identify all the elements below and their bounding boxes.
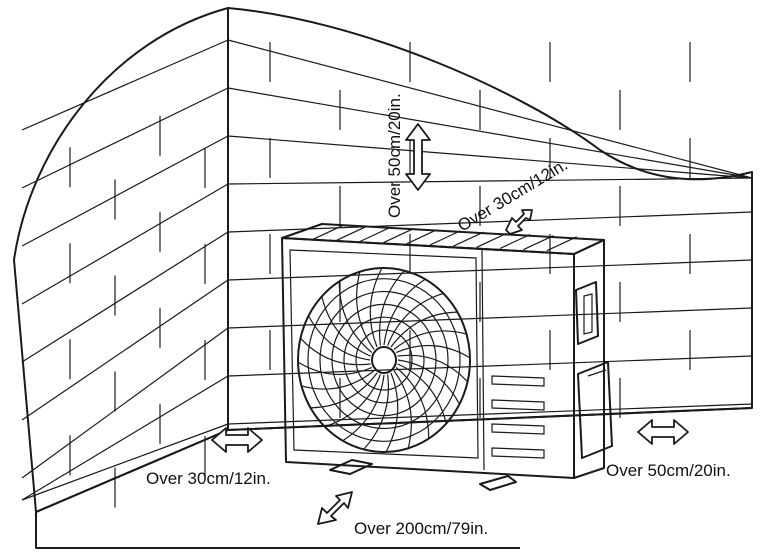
fan-guard-ring xyxy=(343,316,425,404)
top-clearance-arrow-icon xyxy=(405,123,431,191)
drawing-line xyxy=(227,39,753,179)
fan-icon xyxy=(297,267,471,453)
fan-guard-spoke xyxy=(393,370,412,449)
fan-guard-spoke xyxy=(383,278,426,346)
top-clearance-label: Over 50cm/20in. xyxy=(385,93,404,218)
fan-guard-spoke xyxy=(395,367,430,439)
left-clearance-label: Over 30cm/12in. xyxy=(146,469,271,488)
fan-guard-spoke xyxy=(379,270,405,346)
fan-guard-spoke xyxy=(363,374,389,450)
drawing-line xyxy=(227,355,753,377)
fan-guard-spoke xyxy=(397,363,447,424)
front-clearance-arrow-icon xyxy=(317,491,353,525)
drawing-line xyxy=(21,375,229,501)
drawing-line xyxy=(429,230,461,246)
floor xyxy=(35,407,753,549)
drawing-line xyxy=(453,231,484,247)
drawing-line xyxy=(499,233,531,250)
vent-slot xyxy=(491,447,545,459)
left-wall xyxy=(13,7,229,513)
drawing-line xyxy=(476,232,507,248)
fan-guard-spoke xyxy=(321,296,371,357)
right-clearance-arrow-icon xyxy=(637,419,689,445)
drawing-line xyxy=(21,183,229,305)
drawing-line xyxy=(406,229,437,245)
drawing-line xyxy=(227,259,753,281)
drawing-line xyxy=(21,231,229,363)
drawing-line xyxy=(336,225,367,241)
back-clearance-arrow-icon xyxy=(505,209,533,235)
fan-guard-spoke xyxy=(390,311,458,348)
fan-guard-spoke xyxy=(324,374,381,428)
drawing-line xyxy=(21,135,229,247)
fan-guard-spoke xyxy=(299,337,371,366)
fan-guard-spoke xyxy=(397,359,460,405)
drawing-line xyxy=(21,423,229,501)
fan-guard-spoke xyxy=(393,330,467,350)
service-valve-cover xyxy=(575,281,613,459)
fan-guard-ring xyxy=(307,278,461,442)
fan-guard-spoke xyxy=(369,267,383,348)
front-clearance-label: Over 200cm/79in. xyxy=(354,519,488,538)
fan-guard-ring xyxy=(319,290,449,430)
fan-guard-spoke xyxy=(310,372,378,409)
fan-guard-spoke xyxy=(395,344,471,359)
fan-guard-spoke xyxy=(297,361,373,376)
drawing-line xyxy=(21,327,229,479)
fan-guard-spoke xyxy=(397,354,469,383)
drawing-line xyxy=(383,228,414,244)
vent-slot xyxy=(491,399,545,411)
drawing-line xyxy=(227,135,753,179)
fan-guard-spoke xyxy=(308,315,371,361)
fan-guard-spoke xyxy=(338,281,373,353)
drawing-line xyxy=(227,177,753,185)
drawing-line xyxy=(227,403,753,425)
drawing-line xyxy=(227,211,753,233)
drawing-line xyxy=(21,279,229,421)
drawing-line xyxy=(227,87,753,179)
outdoor-unit xyxy=(281,223,613,491)
right-clearance-label: Over 50cm/20in. xyxy=(606,461,731,480)
drawing-line xyxy=(359,226,391,243)
drawing-line xyxy=(313,224,344,240)
fan-guard-spoke xyxy=(356,271,375,350)
fan-guard-spoke xyxy=(385,372,399,453)
drawing-line xyxy=(21,87,229,189)
fan-guard-spoke xyxy=(342,374,385,442)
drawing-line xyxy=(546,236,577,252)
fan-guard-spoke xyxy=(387,292,444,346)
vent-slot xyxy=(491,375,545,387)
fan-guard-spoke xyxy=(301,370,375,390)
vent-slot xyxy=(491,423,545,435)
drawing-line xyxy=(21,39,229,131)
drawing-line xyxy=(523,235,554,251)
fan-guard-ring xyxy=(355,329,413,391)
left-clearance-arrow-icon xyxy=(211,427,263,453)
